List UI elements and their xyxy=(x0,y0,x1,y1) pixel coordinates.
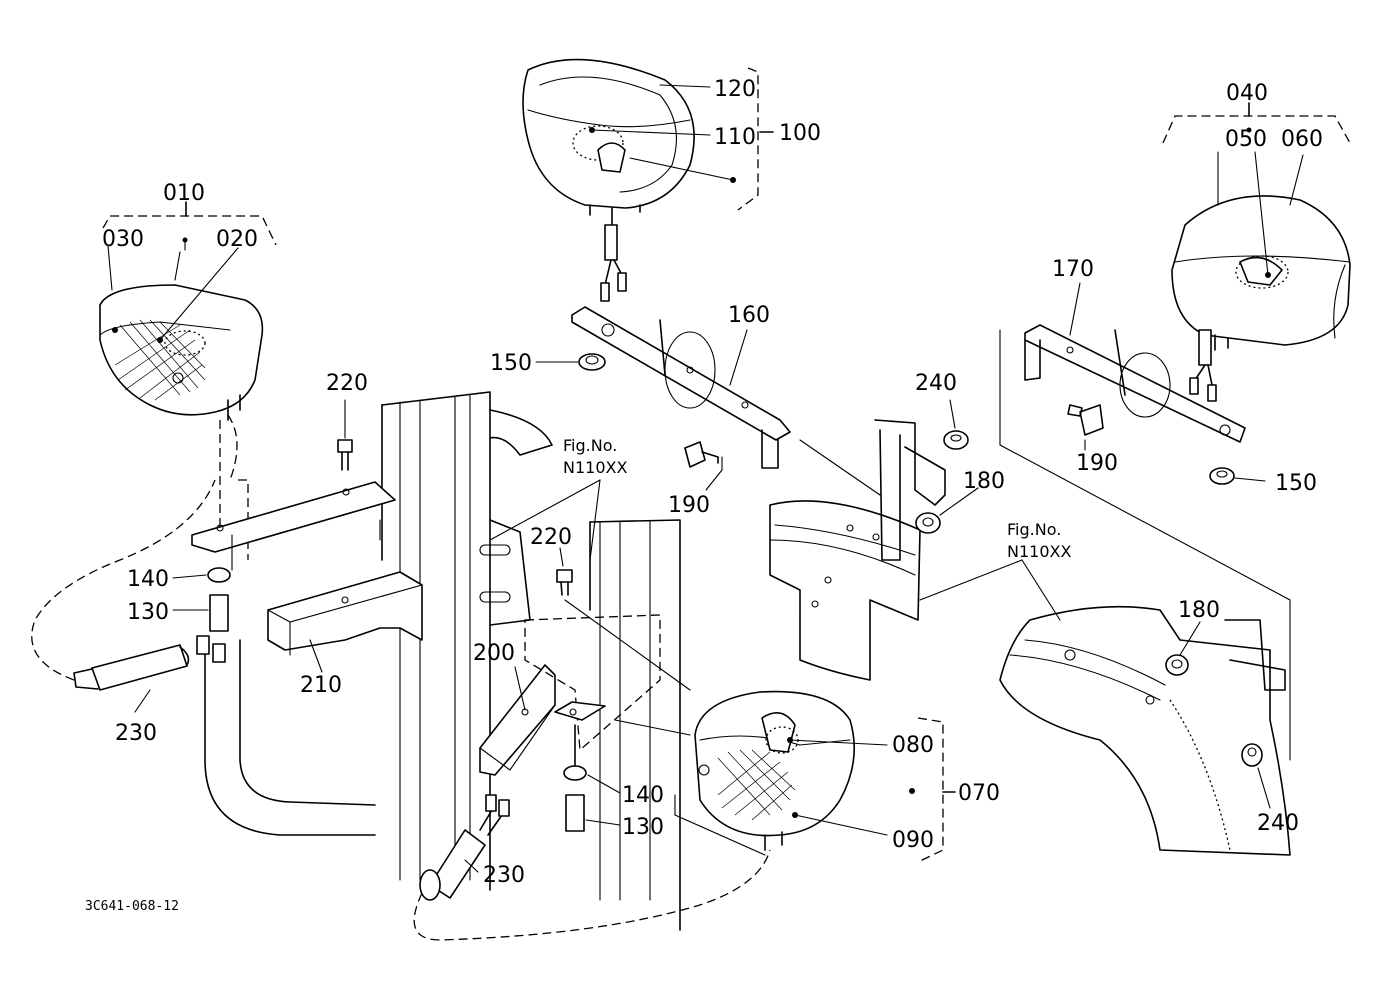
bracket-200 xyxy=(479,664,556,776)
callout-120: 120 xyxy=(714,77,756,102)
lens-grid-070 xyxy=(717,749,796,821)
callout-240-b: 240 xyxy=(1257,811,1299,836)
group-bracket-100 xyxy=(737,67,774,211)
callout-030: 030 xyxy=(102,227,144,252)
bolt-190-a xyxy=(684,441,719,468)
fender-right-upper xyxy=(769,419,946,681)
callout-180-b: 180 xyxy=(1178,598,1220,623)
callout-100: 100 xyxy=(779,121,821,146)
callout-140-a: 140 xyxy=(127,567,169,592)
bracket-070 xyxy=(524,614,661,769)
callout-150-a: 150 xyxy=(490,351,532,376)
callout-220-b: 220 xyxy=(530,525,572,550)
bracket-lamp-010 xyxy=(191,481,396,553)
figure-reference-1: Fig.No. N110XX xyxy=(563,436,627,477)
combination-lamp-070 xyxy=(694,690,855,851)
callout-170: 170 xyxy=(1052,257,1094,282)
figure-reference-1-line2: N110XX xyxy=(563,458,627,477)
figure-reference-2-line1: Fig.No. xyxy=(1007,520,1061,539)
harness-230-b xyxy=(413,794,771,941)
callout-010: 010 xyxy=(163,181,205,206)
callout-150-b: 150 xyxy=(1275,471,1317,496)
callout-080: 080 xyxy=(892,733,934,758)
callout-130-a: 130 xyxy=(127,600,169,625)
callout-190-a: 190 xyxy=(668,493,710,518)
bolt-220-a xyxy=(337,439,353,471)
bolt-220-b xyxy=(556,569,573,596)
fender-right-lower xyxy=(999,605,1291,856)
callout-labels: 010 030 020 120 110 100 040 050 060 160 … xyxy=(102,77,1323,888)
harness-230-a xyxy=(31,414,238,691)
figure-reference-1-line1: Fig.No. xyxy=(563,436,617,455)
drawing-code: 3C641-068-12 xyxy=(85,899,179,914)
callout-070: 070 xyxy=(958,781,1000,806)
callout-110: 110 xyxy=(714,125,756,150)
bracket-210 xyxy=(267,571,423,656)
combination-lamp-010 xyxy=(99,284,264,421)
washer-180-a xyxy=(915,512,941,534)
washer-180-b xyxy=(1165,654,1189,676)
figure-reference-2: Fig.No. N110XX xyxy=(1007,520,1071,561)
callout-160: 160 xyxy=(728,303,770,328)
nut-150-b xyxy=(1209,467,1235,485)
callout-180-a: 180 xyxy=(963,469,1005,494)
head-lamp-100 xyxy=(522,58,695,302)
group-bracket-040 xyxy=(1162,102,1351,144)
callout-200: 200 xyxy=(473,641,515,666)
callout-190-b: 190 xyxy=(1076,451,1118,476)
callout-140-b: 140 xyxy=(622,783,664,808)
spacer-130-a xyxy=(209,594,229,632)
lens-grid-010 xyxy=(114,319,206,401)
callout-090: 090 xyxy=(892,828,934,853)
grommet-140-a xyxy=(207,567,231,583)
group-bracket-070 xyxy=(917,717,956,863)
cab-pillar-right xyxy=(589,519,681,931)
callout-240-a: 240 xyxy=(915,371,957,396)
bracket-160 xyxy=(571,306,791,469)
callout-220-a: 220 xyxy=(326,371,368,396)
figure-reference-2-line2: N110XX xyxy=(1007,542,1071,561)
reference-leaders xyxy=(489,329,1291,856)
callout-020: 020 xyxy=(216,227,258,252)
leader-lines xyxy=(107,84,1304,873)
callout-040: 040 xyxy=(1226,81,1268,106)
cab-pillar-left xyxy=(381,391,553,891)
grommet-140-b xyxy=(563,765,587,781)
bracket-170 xyxy=(1024,324,1246,443)
nut-150-a xyxy=(578,353,606,371)
callout-050: 050 xyxy=(1225,127,1267,152)
callout-230-b: 230 xyxy=(483,863,525,888)
nut-240-b xyxy=(1241,743,1263,767)
spacer-130-b xyxy=(565,794,585,832)
group-bracket-010 xyxy=(102,201,277,246)
callout-060: 060 xyxy=(1281,127,1323,152)
callout-230-a: 230 xyxy=(115,721,157,746)
head-lamp-040 xyxy=(1171,195,1351,402)
callout-130-b: 130 xyxy=(622,815,664,840)
nut-240-a xyxy=(943,430,969,450)
callout-210: 210 xyxy=(300,673,342,698)
bolt-190-b xyxy=(1067,404,1104,436)
